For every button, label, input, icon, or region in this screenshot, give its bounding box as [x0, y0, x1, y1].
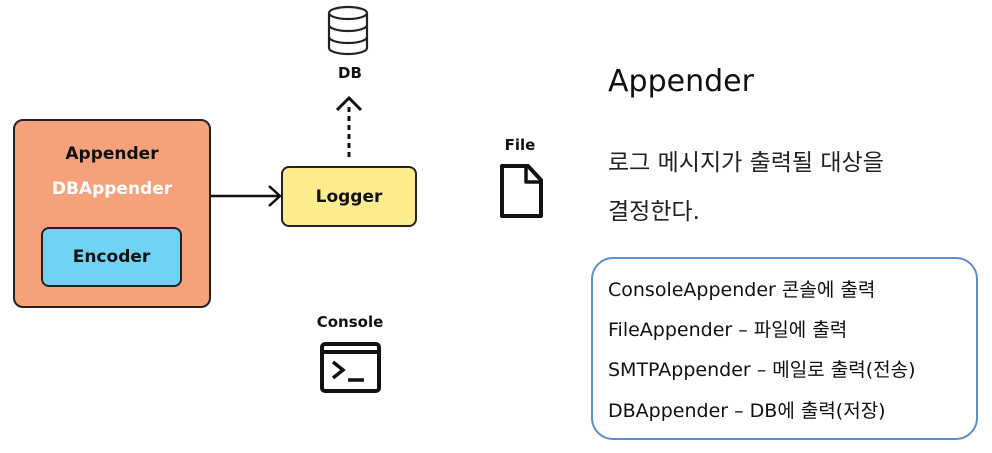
description-line-1: 로그 메시지가 출력될 대상을 [608, 150, 884, 176]
list-item: FileAppender – 파일에 출력 [608, 319, 848, 341]
database-icon [327, 5, 369, 56]
file-label: File [504, 136, 536, 154]
list-item: DBAppender – DB에 출력(저장) [608, 400, 886, 422]
dbappender-title: DBAppender [51, 179, 173, 199]
arrow-logger-to-db [335, 95, 363, 157]
db-label: DB [338, 64, 362, 82]
arrow-appender-to-logger [211, 185, 282, 207]
page-title: Appender [608, 64, 754, 99]
appender-list-box [591, 257, 978, 440]
list-item: SMTPAppender – 메일로 출력(전송) [608, 359, 916, 381]
list-item: ConsoleAppender 콘솔에 출력 [608, 279, 876, 301]
encoder-label: Encoder [72, 247, 151, 267]
appender-title: Appender [65, 144, 159, 164]
file-icon [500, 164, 543, 218]
logger-box: Logger [281, 166, 417, 227]
console-label: Console [316, 313, 384, 331]
encoder-box: Encoder [41, 227, 182, 287]
logger-label: Logger [315, 186, 383, 207]
terminal-icon [320, 342, 381, 393]
description-line-2: 결정한다. [608, 199, 700, 225]
